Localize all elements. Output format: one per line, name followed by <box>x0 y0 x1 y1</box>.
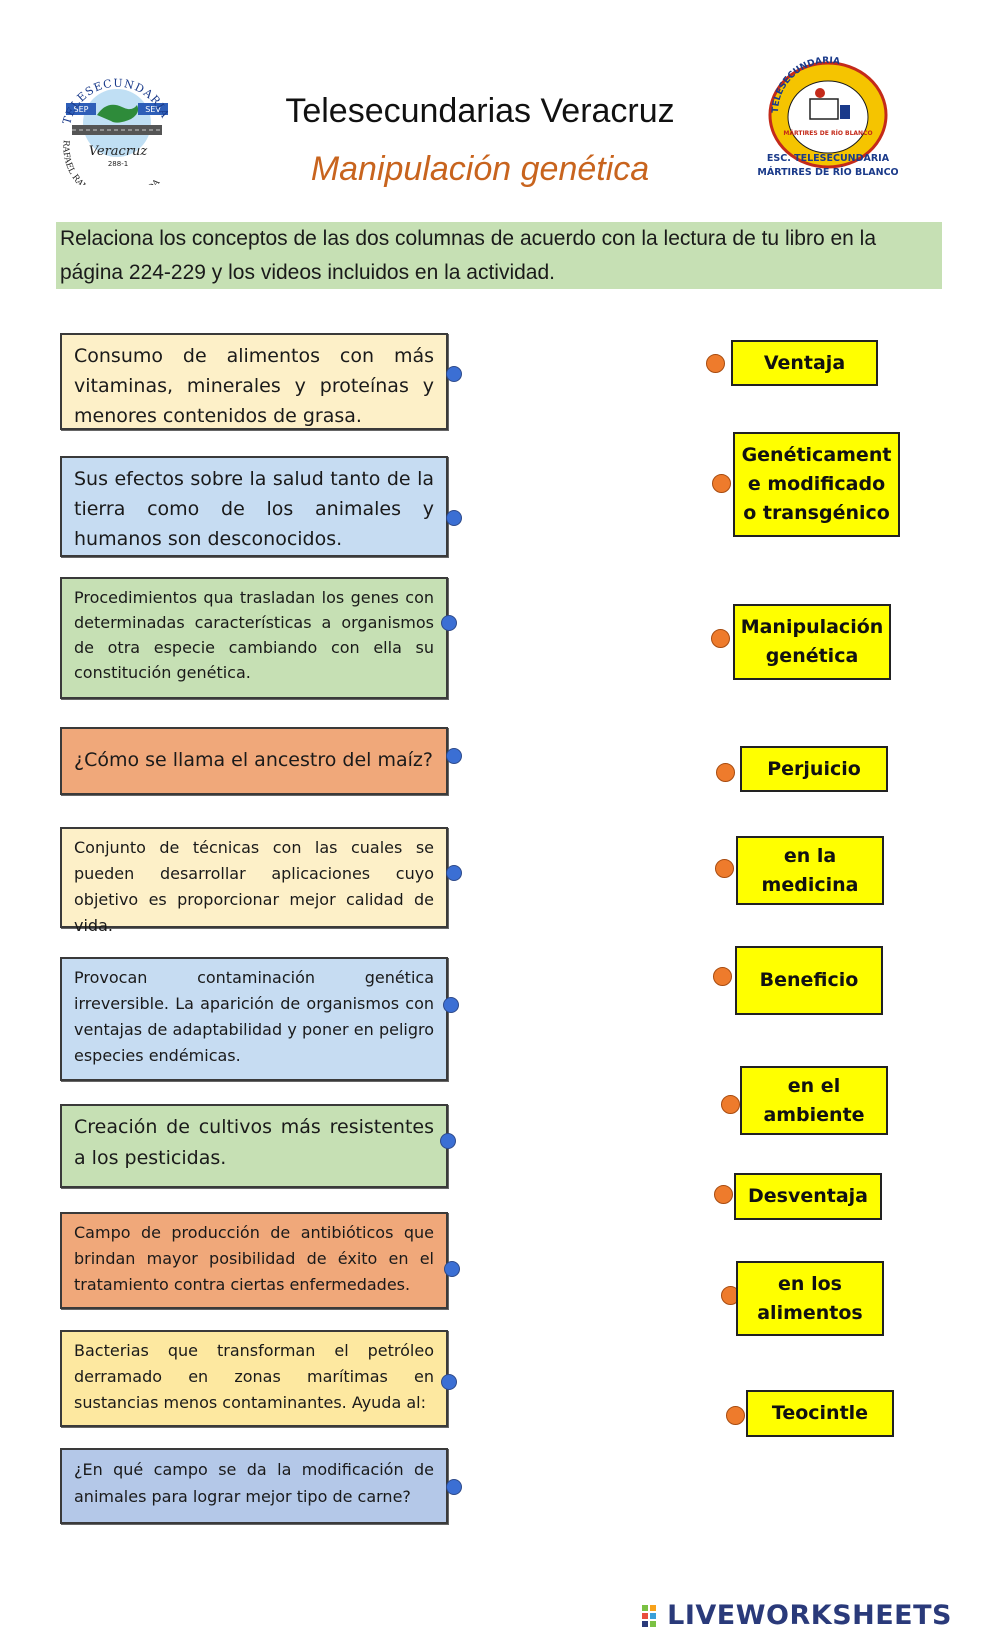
school-logo-left: SEP SEV TELESECUNDARIA Veracruz 288-1 RA… <box>52 55 182 205</box>
answer-8-connector-dot[interactable] <box>714 1185 733 1204</box>
logo-left-code: 288-1 <box>108 160 128 168</box>
question-text: Consumo de alimentos con más vitaminas, … <box>74 345 434 427</box>
question-card-9: Bacterias que transforman el petróleo de… <box>60 1330 448 1427</box>
question-text: Provocan contaminación genética irrevers… <box>74 968 434 1065</box>
question-10-connector-dot[interactable] <box>446 1479 462 1495</box>
answer-4-connector-dot[interactable] <box>716 763 735 782</box>
question-card-6: Provocan contaminación genética irrevers… <box>60 957 448 1081</box>
answer-2-connector-dot[interactable] <box>712 474 731 493</box>
question-9-connector-dot[interactable] <box>441 1374 457 1390</box>
question-text: Procedimientos qua trasladan los genes c… <box>74 588 434 682</box>
answer-en-el-ambiente[interactable]: en el ambiente <box>740 1066 888 1135</box>
logo-right-line1: ESC. TELESECUNDARIA <box>767 153 890 164</box>
page-title: Telesecundarias Veracruz <box>285 92 675 130</box>
logo-left-script: Veracruz <box>89 144 148 159</box>
answer-geneticamente-modificado[interactable]: Genéticament e modificado o transgénico <box>733 432 900 537</box>
answer-desventaja[interactable]: Desventaja <box>734 1173 882 1220</box>
question-8-connector-dot[interactable] <box>444 1261 460 1277</box>
answer-perjuicio[interactable]: Perjuicio <box>740 746 888 792</box>
answer-teocintle[interactable]: Teocintle <box>746 1390 894 1437</box>
question-card-2: Sus efectos sobre la salud tanto de la t… <box>60 456 448 557</box>
answer-label: Perjuicio <box>767 757 861 780</box>
question-1-connector-dot[interactable] <box>446 366 462 382</box>
liveworksheets-logo-icon <box>642 1603 664 1627</box>
answer-label: en el ambiente <box>763 1074 865 1126</box>
answer-7-connector-dot[interactable] <box>721 1095 740 1114</box>
logo-left-sev: SEV <box>145 105 161 114</box>
answer-5-connector-dot[interactable] <box>715 859 734 878</box>
question-text: Creación de cultivos más resistentes a l… <box>74 1116 434 1169</box>
answer-label: Ventaja <box>763 351 846 374</box>
answer-10-connector-dot[interactable] <box>726 1406 745 1425</box>
answer-en-la-medicina[interactable]: en la medicina <box>736 836 884 905</box>
question-card-10: ¿En qué campo se da la modificación de a… <box>60 1448 448 1524</box>
school-logo-right: TELESECUNDARIA MÁRTIRES DE RÍO BLANCO ES… <box>752 55 903 185</box>
question-card-4: ¿Cómo se llama el ancestro del maíz? <box>60 727 448 795</box>
logo-right-inner: MÁRTIRES DE RÍO BLANCO <box>783 129 872 137</box>
answer-label: Desventaja <box>747 1185 868 1207</box>
question-6-connector-dot[interactable] <box>443 997 459 1013</box>
answer-6-connector-dot[interactable] <box>713 967 732 986</box>
question-card-1: Consumo de alimentos con más vitaminas, … <box>60 333 448 430</box>
question-card-5: Conjunto de técnicas con las cuales se p… <box>60 827 448 935</box>
liveworksheets-brand: LIVEWORKSHEETS <box>667 1600 952 1631</box>
question-7-connector-dot[interactable] <box>440 1133 456 1149</box>
answer-beneficio[interactable]: Beneficio <box>735 946 883 1015</box>
question-text: Sus efectos sobre la salud tanto de la t… <box>74 468 434 550</box>
answer-manipulacion-genetica[interactable]: Manipulación genética <box>733 604 891 680</box>
answer-3-connector-dot[interactable] <box>711 629 730 648</box>
page-subtitle: Manipulación genética <box>310 150 650 188</box>
answer-label: en los alimentos <box>757 1272 863 1324</box>
question-text: Conjunto de técnicas con las cuales se p… <box>74 838 434 935</box>
answer-label: Manipulación genética <box>740 616 884 667</box>
question-card-8: Campo de producción de antibióticos que … <box>60 1212 448 1309</box>
question-2-connector-dot[interactable] <box>446 510 462 526</box>
answer-label: Beneficio <box>759 969 859 991</box>
question-text: ¿Cómo se llama el ancestro del maíz? <box>74 749 433 771</box>
answer-label: en la medicina <box>761 844 859 896</box>
question-3-connector-dot[interactable] <box>441 615 457 631</box>
answer-en-los-alimentos[interactable]: en los alimentos <box>736 1261 884 1336</box>
answer-label: Teocintle <box>771 1402 869 1424</box>
question-text: Campo de producción de antibióticos que … <box>74 1223 434 1294</box>
question-4-connector-dot[interactable] <box>446 748 462 764</box>
answer-label: Genéticament e modificado o transgénico <box>741 444 892 524</box>
logo-right-line2: "MÁRTIRES DE RÍO BLANCO" <box>758 166 898 178</box>
answer-ventaja[interactable]: Ventaja <box>731 340 878 386</box>
logo-left-sep: SEP <box>74 105 89 114</box>
liveworksheets-footer[interactable]: LIVEWORKSHEETS <box>642 1600 952 1631</box>
answer-1-connector-dot[interactable] <box>706 354 725 373</box>
instructions-banner: Relaciona los conceptos de las dos colum… <box>56 222 942 289</box>
question-text: Bacterias que transforman el petróleo de… <box>74 1341 434 1412</box>
question-text: ¿En qué campo se da la modificación de a… <box>74 1460 434 1506</box>
question-card-3: Procedimientos qua trasladan los genes c… <box>60 577 448 699</box>
question-5-connector-dot[interactable] <box>446 865 462 881</box>
question-card-7: Creación de cultivos más resistentes a l… <box>60 1104 448 1188</box>
